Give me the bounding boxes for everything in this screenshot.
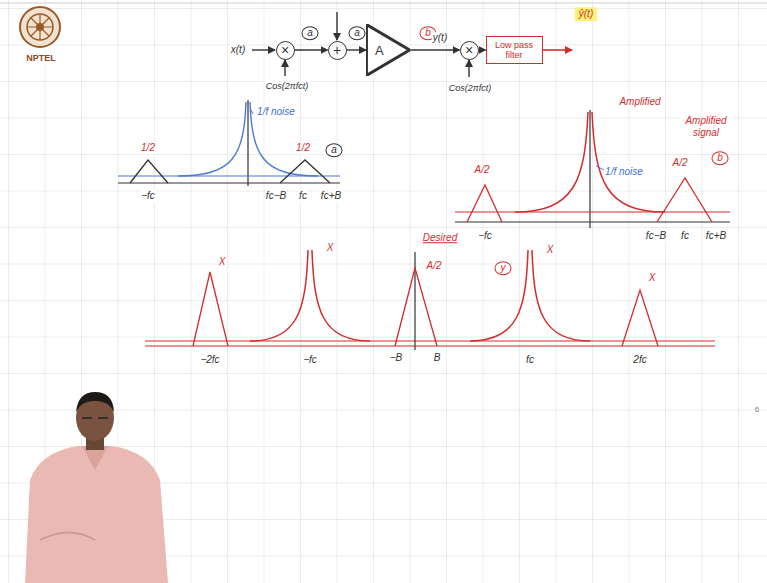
marker-x: X: [648, 272, 657, 284]
axis-tick-label: 2fc: [632, 354, 647, 366]
callout-letter: y: [495, 261, 512, 275]
note: Amplified signal: [680, 115, 732, 138]
signal-wire: [410, 49, 460, 50]
mixer-circle: ×: [276, 41, 295, 60]
node-text: Low pass filter: [491, 40, 538, 61]
signal-wire: [295, 49, 328, 50]
mixer-circle: +: [328, 41, 347, 60]
axis-tick-label: fc−B: [265, 190, 287, 202]
amplitude-label: A/2: [425, 260, 442, 272]
axis-tick-label: fc: [525, 354, 535, 366]
callout-letter: a: [302, 26, 319, 40]
presenter: [25, 392, 168, 583]
logo-text: NPTEL: [25, 53, 57, 63]
note: Desired: [422, 232, 458, 244]
marker-x: X: [546, 244, 555, 256]
axis-tick-label: −B: [389, 352, 404, 364]
node-text: ×: [465, 43, 473, 57]
signal-wire: [347, 49, 367, 50]
axis-tick-label: fc−B: [645, 230, 667, 242]
filter-box: Low pass filter: [486, 36, 543, 64]
signal-name: x(t): [230, 44, 246, 56]
marker-x: X: [326, 242, 335, 254]
spectrum-a: [118, 100, 340, 186]
signal-name: y(t): [432, 32, 448, 44]
callout-letter: a: [349, 26, 366, 40]
nptel-logo: [20, 7, 60, 47]
amplitude-label: A/2: [671, 157, 688, 169]
callout-letter: a: [326, 143, 343, 157]
signal-name: ŷ(t): [575, 7, 597, 21]
note: Amplified: [618, 96, 661, 108]
axis-tick-label: fc: [680, 230, 690, 242]
mixer-circle: ×: [460, 41, 479, 60]
amplifier-outline: [366, 24, 410, 76]
page-number: 6: [754, 405, 760, 414]
axis-tick-label: −fc: [140, 190, 156, 202]
amplifier-triangle: A: [366, 24, 410, 76]
marker-x: X: [218, 256, 227, 268]
axis-tick-label: −fc: [302, 354, 318, 366]
amplitude-label: 1/2: [295, 142, 311, 154]
axis-tick-label: −fc: [477, 230, 493, 242]
amplitude-label: 1/2: [140, 142, 156, 154]
node-text: +: [333, 43, 341, 57]
axis-tick-label: fc+B: [705, 230, 727, 242]
amplifier-outline: [366, 25, 409, 76]
axis-tick-label: −2fc: [199, 354, 220, 366]
carrier-label: Cos(2πfct): [448, 83, 493, 93]
signal-wire: [479, 49, 486, 50]
spectrum-y: [145, 250, 715, 350]
callout-letter: b: [712, 151, 729, 165]
amplitude-label: A/2: [473, 164, 490, 176]
axis-tick-label: fc: [298, 190, 308, 202]
node-text: ×: [281, 43, 289, 57]
noise-label: 1/f noise: [256, 106, 296, 118]
carrier-label: Cos(2πfct): [265, 81, 310, 91]
axis-tick-label: B: [433, 352, 442, 364]
axis-tick-label: fc+B: [320, 190, 342, 202]
node-text: A: [375, 43, 384, 58]
noise-label: 1/f noise: [604, 166, 644, 178]
